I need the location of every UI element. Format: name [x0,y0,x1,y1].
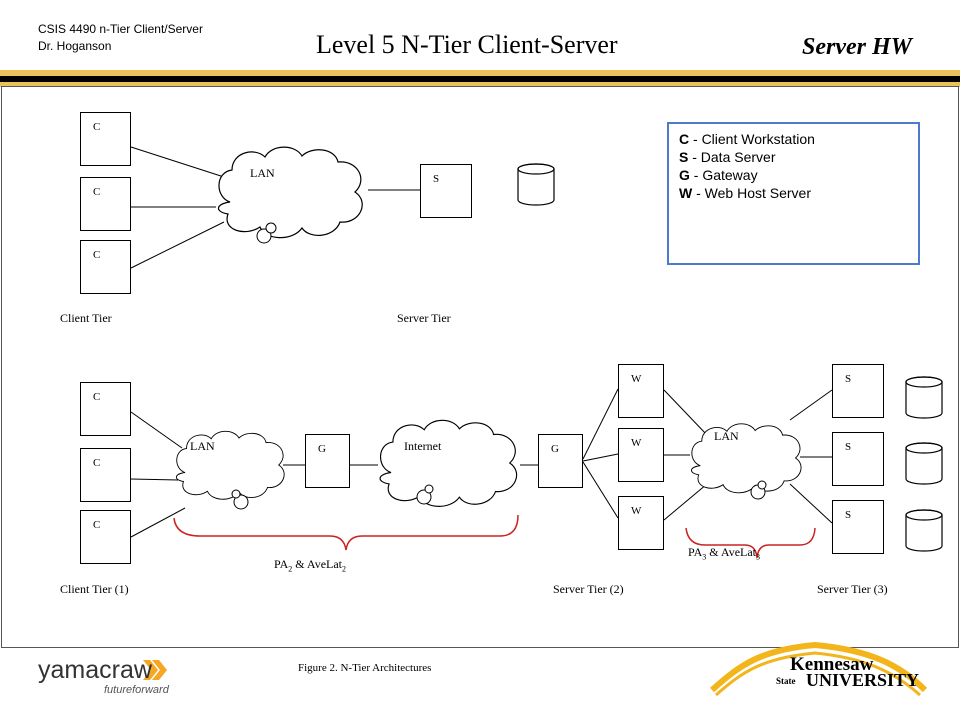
server-tier-3-label: Server Tier (3) [817,582,888,596]
bottom-client-lan-lines [130,388,833,538]
bottom-lan-left-label: LAN [190,439,215,453]
data-server-box-3[interactable]: S [832,500,884,554]
bottom-client-label: C [93,391,101,403]
instructor-name: Dr. Hoganson [38,39,112,53]
top-server-box[interactable]: S [420,164,472,218]
legend-box: C - Client Workstation S - Data Server G… [667,122,920,265]
gateway-label: G [551,443,559,455]
bottom-client-label: C [93,457,101,469]
gateway-box-right[interactable]: G [538,434,583,488]
web-server-label: W [631,437,642,449]
internet-label: Internet [404,439,442,453]
web-server-box-3[interactable]: W [618,496,664,550]
top-client-lan-lines [130,146,420,269]
top-lan-node-icon [256,222,277,244]
bottom-lan-left-node-icon [231,489,249,510]
yamacraw-logo-subtext: futureforward [104,684,169,696]
top-server-label: S [433,173,440,185]
data-server-label: S [845,373,852,385]
top-client-box-3[interactable]: C [80,240,131,294]
page-title: Level 5 N-Tier Client-Server [316,30,618,59]
web-server-box-2[interactable]: W [618,428,664,482]
pa2-brace [173,514,519,551]
pa2-label: PA2 & AveLat2 [274,557,347,574]
internet-cloud [379,419,518,507]
bottom-database-icon-1 [905,376,943,419]
header-gold-bar-lower [0,82,960,87]
legend-item-server: S - Data Server [679,149,776,165]
bottom-database-icon-2 [905,442,943,485]
bottom-client-label: C [93,519,101,531]
top-lan-cloud [217,146,363,239]
top-client-label: C [93,186,101,198]
data-server-box-1[interactable]: S [832,364,884,418]
top-client-box-1[interactable]: C [80,112,131,166]
legend-item-gateway: G - Gateway [679,167,758,183]
subject-title: Server HW [802,34,912,60]
gateway-box-left[interactable]: G [305,434,350,488]
top-server-tier-label: Server Tier [397,311,451,325]
header-black-bar [0,76,960,82]
legend-item-web: W - Web Host Server [679,185,811,201]
data-server-box-2[interactable]: S [832,432,884,486]
yamacraw-logo-chevrons [143,660,167,680]
top-client-label: C [93,121,101,133]
diagram-frame [1,86,959,648]
yamacraw-logo-text: yamacraw [38,656,152,684]
kennesaw-logo-university: UNIVERSITY [806,670,920,690]
gateway-label: G [318,443,326,455]
bottom-client-tier-label: Client Tier (1) [60,582,129,596]
web-server-label: W [631,505,642,517]
web-server-box-1[interactable]: W [618,364,664,418]
kennesaw-logo-mark [710,641,928,697]
bottom-client-box-1[interactable]: C [80,382,131,436]
data-server-label: S [845,509,852,521]
top-client-tier-label: Client Tier [60,311,112,325]
kennesaw-logo-top: Kennesaw [790,654,874,675]
server-tier-2-label: Server Tier (2) [553,582,624,596]
web-server-label: W [631,373,642,385]
bottom-lan-right-node-icon [750,480,767,500]
header-gold-bar [0,70,960,76]
internet-node-icon [416,484,434,505]
top-client-box-2[interactable]: C [80,177,131,231]
top-client-label: C [93,249,101,261]
bottom-lan-right-label: LAN [714,429,739,443]
pa3-brace [685,527,816,559]
pa3-label: PA3 & AveLat3 [688,545,761,562]
kennesaw-logo-state: State [776,676,796,686]
top-database-icon [517,163,555,206]
top-lan-label: LAN [250,166,275,180]
bottom-client-box-2[interactable]: C [80,448,131,502]
bottom-lan-cloud-right [690,423,802,494]
legend-item-client: C - Client Workstation [679,131,815,147]
course-name: CSIS 4490 n-Tier Client/Server [38,22,203,36]
data-server-label: S [845,441,852,453]
bottom-client-box-3[interactable]: C [80,510,131,564]
bottom-database-icon-3 [905,509,943,552]
figure-caption: Figure 2. N-Tier Architectures [298,662,432,674]
